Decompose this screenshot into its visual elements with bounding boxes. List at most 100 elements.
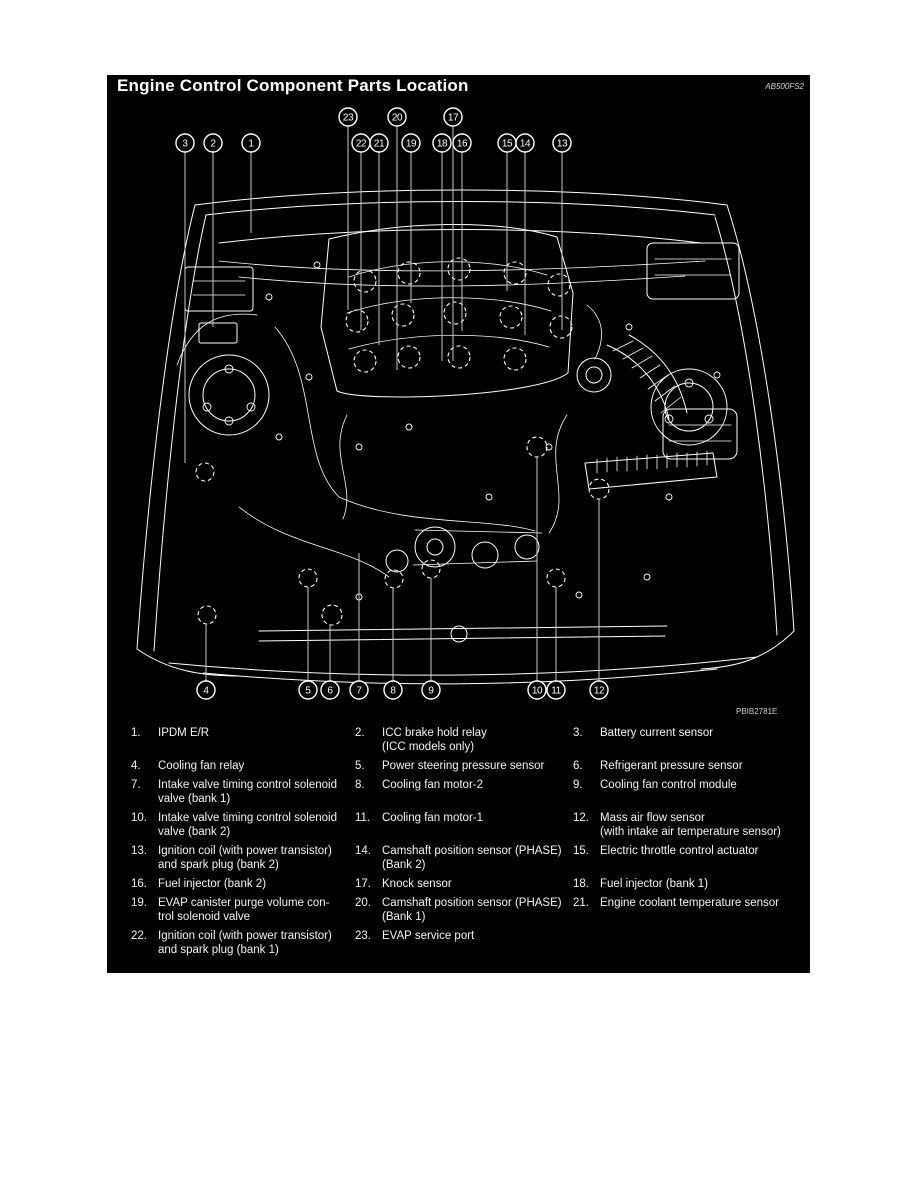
legend-item-number: 9.: [573, 779, 583, 791]
callout-number-8: 8: [390, 686, 396, 697]
legend-item-2: 2. ICC brake hold relay (ICC models only): [355, 726, 573, 754]
callout-number-1: 1: [248, 139, 254, 150]
legend-item-text: Fuel injector (bank 1): [600, 878, 709, 890]
callout-number-23: 23: [343, 113, 354, 124]
callout-number-17: 17: [448, 113, 459, 124]
legend-item-text: Ignition coil (with power transistor) an…: [158, 930, 332, 956]
legend-item-17: 17.Knock sensor: [355, 877, 573, 891]
legend-item-22: 22. Ignition coil (with power transistor)…: [131, 929, 355, 957]
legend-item-number: 20.: [355, 897, 371, 909]
callout-circle-16: [452, 133, 472, 153]
callout-number-20: 20: [392, 113, 403, 124]
callout-circle-6: [320, 680, 340, 700]
callout-number-7: 7: [356, 686, 362, 697]
legend-item-text: Cooling fan relay: [158, 760, 245, 772]
callout-circle-19: [401, 133, 421, 153]
legend-item-9: 9. Cooling fan control module: [573, 778, 803, 806]
callout-number-19: 19: [406, 139, 417, 150]
legend-item-text: Battery current sensor: [600, 727, 714, 739]
legend-item-21: 21.Engine coolant temperature sensor: [573, 896, 803, 924]
legend-item-number: 5.: [355, 760, 365, 772]
legend-item-text: Power steering pressure sensor: [382, 760, 545, 772]
callout-circle-17: [443, 107, 463, 127]
legend-item-number: 3.: [573, 727, 583, 739]
callout-number-11: 11: [551, 686, 561, 697]
callout-circle-5: [298, 680, 318, 700]
callout-number-12: 12: [594, 686, 605, 697]
legend-item-number: 13.: [131, 845, 147, 857]
legend-item-text: EVAP service port: [382, 930, 475, 942]
callout-circle-8: [383, 680, 403, 700]
legend-item-text: Mass air flow sensor (with intake air te…: [600, 812, 781, 838]
callout-number-21: 21: [374, 139, 385, 150]
legend-item-19: 19.EVAP canister purge volume con- trol …: [131, 896, 355, 924]
legend-item-number: 2.: [355, 727, 365, 739]
legend-item-text: Intake valve timing control solenoid val…: [158, 812, 337, 838]
callout-circle-3: [175, 133, 195, 153]
callout-circle-21: [369, 133, 389, 153]
legend-item-10: 10. Intake valve timing control solenoid …: [131, 811, 355, 839]
legend-item-7: 7. Intake valve timing control solenoid v…: [131, 778, 355, 806]
callout-circle-23: [338, 107, 358, 127]
legend-item-number: 6.: [573, 760, 583, 772]
legend-item-number: 16.: [131, 878, 147, 890]
legend-item-6: 6. Refrigerant pressure sensor: [573, 759, 803, 773]
legend-item-text: Camshaft position sensor (PHASE) (Bank 2…: [382, 845, 562, 871]
legend-item-text: ICC brake hold relay (ICC models only): [382, 727, 487, 753]
legend-item-1: 1.IPDM E/R: [131, 726, 355, 754]
legend-item-number: 11.: [355, 812, 371, 824]
legend-item-number: 12.: [573, 812, 589, 824]
callout-number-16: 16: [457, 139, 468, 150]
legend-item-number: 7.: [131, 779, 141, 791]
callout-number-4: 4: [203, 686, 209, 697]
callout-circle-2: [203, 133, 223, 153]
callout-circle-9: [421, 680, 441, 700]
legend-item-number: 22.: [131, 930, 147, 942]
callout-number-2: 2: [210, 139, 216, 150]
legend-item-23: 23. EVAP service port: [355, 929, 573, 957]
legend-item-number: 1.: [131, 727, 141, 739]
legend-item-text: Electric throttle control actuator: [600, 845, 759, 857]
callout-number-5: 5: [305, 686, 311, 697]
legend-item-20: 20. Camshaft position sensor (PHASE) (Ban…: [355, 896, 573, 924]
callout-circle-10: [527, 680, 547, 700]
legend-item-text: Fuel injector (bank 2): [158, 878, 267, 890]
legend-item-text: Intake valve timing control solenoid val…: [158, 779, 337, 805]
legend-item-number: 17.: [355, 878, 371, 890]
legend-item-11: 11.Cooling fan motor-1: [355, 811, 573, 839]
legend-item-text: Cooling fan control module: [600, 779, 737, 791]
legend-item-18: 18.Fuel injector (bank 1): [573, 877, 803, 891]
callout-circle-14: [515, 133, 535, 153]
legend-item-14: 14. Camshaft position sensor (PHASE) (Ban…: [355, 844, 573, 872]
engine-bay-line-art: [136, 189, 795, 685]
callout-number-22: 22: [356, 139, 367, 150]
figure-code-bottom: PBIB2781E: [736, 707, 778, 716]
legend-item-number: 10.: [131, 812, 147, 824]
callout-circle-11: [546, 680, 566, 700]
legend-item-16: 16. Fuel injector (bank 2): [131, 877, 355, 891]
callout-circle-1: [241, 133, 261, 153]
legend-item-number: 15.: [573, 845, 589, 857]
callout-circle-13: [552, 133, 572, 153]
legend-item-3: 3. Battery current sensor: [573, 726, 803, 754]
callout-number-14: 14: [520, 139, 531, 150]
legend-item-text: Camshaft position sensor (PHASE) (Bank 1…: [382, 897, 562, 923]
legend-item-number: 23.: [355, 930, 371, 942]
legend-item-text: Refrigerant pressure sensor: [600, 760, 743, 772]
legend-item-text: EVAP canister purge volume con- trol sol…: [158, 897, 330, 923]
callout-number-10: 10: [532, 686, 543, 697]
legend-item-number: 8.: [355, 779, 365, 791]
legend-item-number: 14.: [355, 845, 371, 857]
callout-number-9: 9: [428, 686, 434, 697]
legend-item-number: 4.: [131, 760, 141, 772]
callout-circle-18: [432, 133, 452, 153]
legend-item-5: 5. Power steering pressure sensor: [355, 759, 573, 773]
callout-circle-12: [589, 680, 609, 700]
figure-code-top: AB500FS2: [765, 82, 804, 91]
callout-circle-20: [387, 107, 407, 127]
legend-empty-cell: [573, 929, 803, 957]
legend-item-text: Engine coolant temperature sensor: [600, 897, 779, 909]
legend-item-4: 4. Cooling fan relay: [131, 759, 355, 773]
